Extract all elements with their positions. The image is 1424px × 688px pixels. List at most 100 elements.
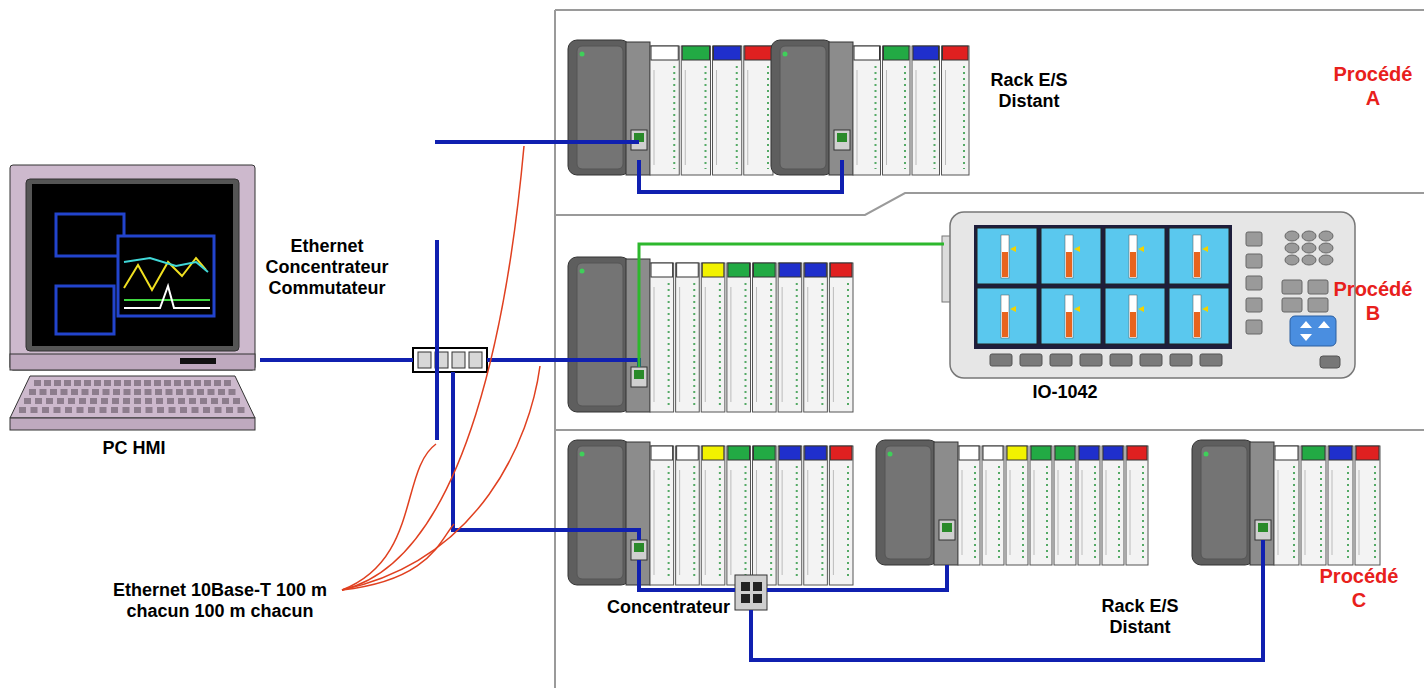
key (113, 389, 120, 395)
io-module (1355, 446, 1380, 565)
device-node: Rack E/S Distant (771, 40, 971, 175)
key (203, 407, 210, 413)
setpoint-marker (1138, 306, 1144, 312)
terminal-row (705, 66, 707, 169)
leader-line (342, 524, 454, 590)
module-label (805, 446, 827, 460)
terminal-row (693, 283, 695, 406)
module-edge (1082, 470, 1083, 555)
io-module (1301, 446, 1326, 565)
terminal-row (668, 466, 670, 579)
key (154, 380, 161, 386)
key (90, 398, 97, 404)
port-led (634, 370, 644, 379)
ethernet-cable (487, 360, 639, 367)
bar-gauge (1129, 235, 1137, 278)
module-edge (807, 470, 808, 575)
monitor-body (10, 165, 255, 370)
hub-port (753, 594, 762, 603)
terminal-row (770, 466, 772, 579)
chart-window (118, 236, 214, 316)
module-edge (986, 470, 987, 555)
network-port (834, 130, 850, 150)
key (200, 398, 207, 404)
power-supply-face (780, 46, 826, 169)
panel-cable (639, 244, 944, 367)
panel-button (1020, 354, 1042, 366)
io-module (1006, 446, 1028, 565)
module-edge (1278, 470, 1279, 555)
key (222, 398, 229, 404)
device-node: Rack E/S Distant (876, 440, 1150, 565)
power-supply (876, 440, 938, 565)
terminal-row (796, 466, 798, 579)
module-label (651, 263, 673, 277)
terminal-row (1118, 466, 1120, 559)
trend-line (124, 286, 210, 308)
plc-rack (876, 440, 1148, 565)
plc-rack (568, 440, 853, 585)
key (208, 389, 215, 395)
io-module (912, 46, 940, 175)
key (134, 380, 141, 386)
module-edge (945, 70, 946, 165)
key (61, 389, 68, 395)
key (84, 380, 91, 386)
panel-button (1200, 354, 1222, 366)
terminal-row (875, 66, 877, 169)
bar-level (1002, 312, 1008, 337)
panel-button (1110, 354, 1132, 366)
key (112, 398, 119, 404)
device-label: Concentrateur (528, 597, 730, 618)
terminal-row (673, 66, 675, 169)
module-edge (1058, 470, 1059, 555)
power-supply (1192, 440, 1254, 565)
module-edge (916, 70, 917, 165)
module-label (728, 446, 750, 460)
display-cell (1105, 288, 1165, 344)
key (238, 407, 245, 413)
screen-window (56, 286, 114, 334)
terminal-row (736, 66, 738, 169)
switch-port (418, 352, 431, 368)
hub-body (735, 575, 767, 610)
key (229, 389, 236, 395)
key (29, 389, 36, 395)
soft-key (1246, 276, 1262, 290)
bar-gauge (1001, 295, 1009, 338)
display-cell (1169, 288, 1229, 344)
key (104, 380, 111, 386)
key (189, 398, 196, 404)
key (50, 389, 57, 395)
function-key (1308, 298, 1328, 312)
module-edge (716, 70, 717, 165)
module-edge (730, 470, 731, 575)
module-label (943, 46, 969, 60)
panel-button (1140, 354, 1162, 366)
keypad-key (1319, 243, 1333, 253)
bar-gauge (1193, 235, 1201, 278)
module-label (854, 46, 880, 60)
module-label (702, 446, 724, 460)
trend-line (124, 299, 210, 301)
setpoint-marker (1010, 306, 1016, 312)
io-module (804, 263, 828, 412)
display-cell (1105, 228, 1165, 284)
key (54, 407, 61, 413)
power-supply (771, 40, 833, 175)
key (44, 380, 51, 386)
module-edge (857, 70, 858, 165)
function-key (1308, 280, 1328, 294)
module-label (1302, 446, 1325, 460)
setpoint-marker (1138, 246, 1144, 252)
module-edge (782, 470, 783, 575)
module-edge (886, 70, 887, 165)
module-edge (756, 287, 757, 402)
io-module (853, 46, 881, 175)
terminal-row (719, 283, 721, 406)
key (111, 407, 118, 413)
terminal-row (974, 466, 976, 559)
monitor-bezel (26, 179, 239, 351)
module-label (702, 263, 724, 277)
